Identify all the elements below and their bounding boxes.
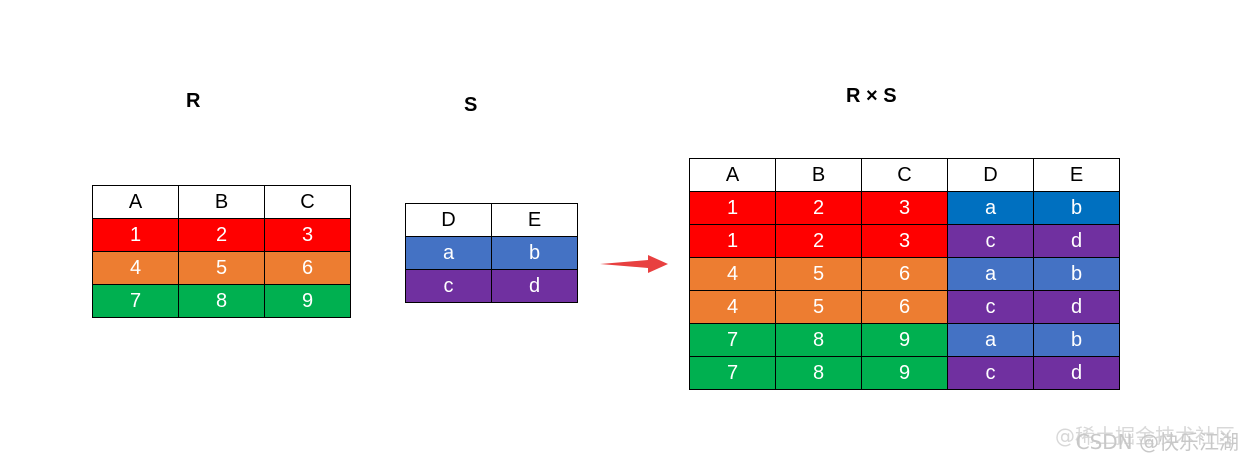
- table-cell: 1: [92, 218, 179, 252]
- table-row: 1 2 3: [92, 218, 351, 252]
- header-cell: C: [861, 158, 948, 192]
- table-row: c d: [405, 269, 578, 303]
- watermark-csdn: CSDN @快乐江湖: [1075, 430, 1239, 454]
- arrow-right-icon: [600, 255, 668, 273]
- table-cell: a: [947, 323, 1034, 357]
- table-cell: 1: [689, 191, 776, 225]
- table-cell: b: [1033, 257, 1120, 291]
- header-cell: D: [405, 203, 492, 237]
- table-cell: 6: [861, 290, 948, 324]
- table-cell: 6: [264, 251, 351, 285]
- table-cell: a: [405, 236, 492, 270]
- table-row: 7 8 9: [92, 284, 351, 318]
- table-cell: 1: [689, 224, 776, 258]
- table-cell: 7: [689, 323, 776, 357]
- table-cell: d: [1033, 356, 1120, 390]
- table-cell: d: [491, 269, 578, 303]
- table-cell: 3: [264, 218, 351, 252]
- table-row: 7 8 9 c d: [689, 356, 1120, 390]
- table-cell: d: [1033, 224, 1120, 258]
- table-row: a b: [405, 236, 578, 270]
- relation-s-table: D E a b c d: [405, 203, 578, 303]
- table-cell: 7: [689, 356, 776, 390]
- table-cell: 3: [861, 191, 948, 225]
- table-row: 4 5 6 c d: [689, 290, 1120, 324]
- table-cell: b: [1033, 191, 1120, 225]
- table-cell: b: [1033, 323, 1120, 357]
- table-cell: 7: [92, 284, 179, 318]
- table-cell: 8: [178, 284, 265, 318]
- table-row: 1 2 3 a b: [689, 191, 1120, 225]
- header-cell: D: [947, 158, 1034, 192]
- table-cell: d: [1033, 290, 1120, 324]
- table-cell: b: [491, 236, 578, 270]
- table-cell: 2: [775, 191, 862, 225]
- table-cell: 2: [775, 224, 862, 258]
- table-cell: c: [947, 224, 1034, 258]
- table-cell: 8: [775, 323, 862, 357]
- table-cell: c: [947, 356, 1034, 390]
- table-row: 1 2 3 c d: [689, 224, 1120, 258]
- table-cell: a: [947, 257, 1034, 291]
- table-cell: 9: [861, 323, 948, 357]
- header-cell: A: [92, 185, 179, 219]
- watermark-juejin: @稀土掘金技术社区: [1055, 424, 1235, 448]
- table-cell: 4: [689, 257, 776, 291]
- table-header-row: A B C: [92, 185, 351, 219]
- table-cell: 9: [264, 284, 351, 318]
- table-cell: 2: [178, 218, 265, 252]
- table-cell: 9: [861, 356, 948, 390]
- relation-s-title: S: [464, 94, 478, 116]
- table-header-row: D E: [405, 203, 578, 237]
- table-cell: 4: [689, 290, 776, 324]
- table-cell: 8: [775, 356, 862, 390]
- relation-r-table: A B C 1 2 3 4 5 6 7 8 9: [92, 185, 351, 318]
- table-cell: c: [947, 290, 1034, 324]
- table-cell: 4: [92, 251, 179, 285]
- table-header-row: A B C D E: [689, 158, 1120, 192]
- table-cell: c: [405, 269, 492, 303]
- table-cell: 5: [775, 290, 862, 324]
- header-cell: A: [689, 158, 776, 192]
- table-cell: 5: [775, 257, 862, 291]
- header-cell: E: [491, 203, 578, 237]
- table-cell: 6: [861, 257, 948, 291]
- cartesian-product-title: R × S: [846, 85, 897, 107]
- header-cell: E: [1033, 158, 1120, 192]
- table-cell: a: [947, 191, 1034, 225]
- table-cell: 5: [178, 251, 265, 285]
- table-row: 4 5 6 a b: [689, 257, 1120, 291]
- header-cell: B: [775, 158, 862, 192]
- arrow-shape: [600, 255, 668, 273]
- cartesian-product-table: A B C D E 1 2 3 a b 1 2 3 c d 4 5 6 a b …: [689, 158, 1120, 390]
- table-row: 4 5 6: [92, 251, 351, 285]
- header-cell: C: [264, 185, 351, 219]
- table-row: 7 8 9 a b: [689, 323, 1120, 357]
- table-cell: 3: [861, 224, 948, 258]
- header-cell: B: [178, 185, 265, 219]
- relation-r-title: R: [186, 90, 201, 112]
